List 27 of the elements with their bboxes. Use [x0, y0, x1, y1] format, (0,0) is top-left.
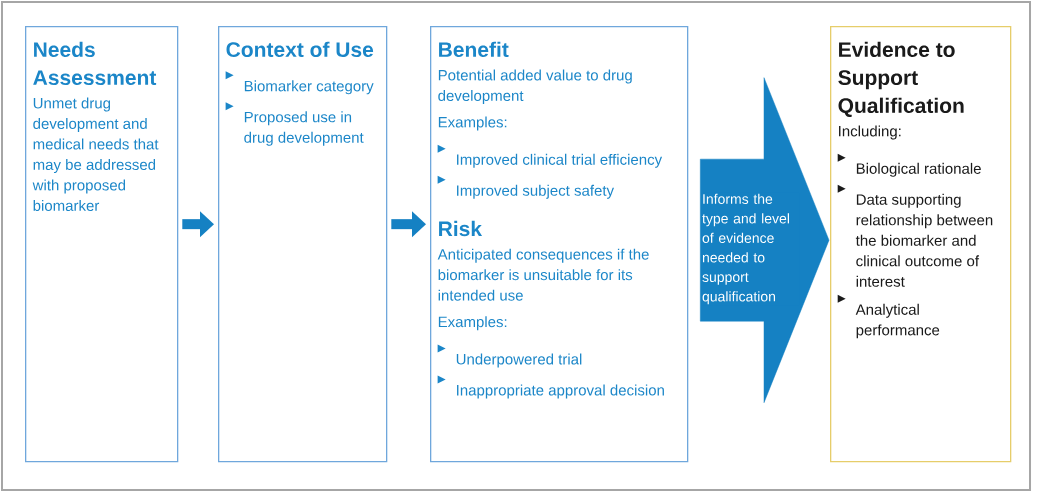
process-box [25, 26, 179, 463]
description: Examples: [438, 316, 507, 331]
heading: Risk [439, 220, 483, 237]
description: Anticipated consequences if the biomarker is unsuitable for its intended use [437, 248, 649, 301]
process-box [830, 26, 1012, 463]
process-box [218, 26, 388, 463]
list-item: Improved clinical trial efficiency [457, 153, 663, 168]
heading: Benefit [439, 41, 509, 58]
list-item: Biomarker category [244, 80, 374, 95]
edge-label: Informs the type and level of evidence needed to support qualification [702, 193, 789, 305]
list-item: Improved subject safety [457, 184, 614, 199]
process-box [430, 26, 689, 463]
list-item: Analytical performance [855, 303, 940, 339]
list-item: Inappropriate approval decision [457, 384, 664, 399]
description: Examples: [438, 116, 507, 131]
description: Unmet drug development and medical needs that may be addressed with proposed biomarker [32, 97, 159, 211]
heading: Needs Assessment [33, 41, 157, 86]
description: Potential added value to drug development [438, 69, 632, 104]
heading: Context of Use [226, 41, 374, 58]
list-item: Biological rationale [856, 162, 981, 177]
list-item: Data supporting relationship between the biomarker and clinical outcome of interest [855, 193, 993, 287]
list-item: Underpowered trial [456, 353, 582, 368]
arrow [182, 211, 214, 238]
arrow [391, 211, 426, 238]
description: Including: [839, 125, 901, 140]
heading: Evidence to Support Qualification [838, 41, 964, 117]
list-item: Proposed use in drug development [244, 111, 364, 146]
